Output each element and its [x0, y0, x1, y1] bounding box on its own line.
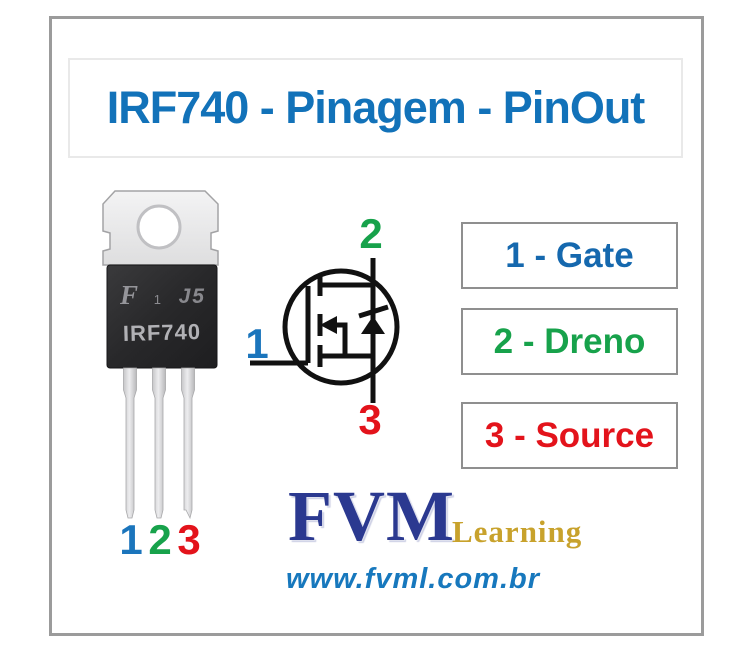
brand-logo: FVM: [288, 476, 455, 556]
brand-website: www.fvml.com.br: [286, 563, 541, 595]
pin-label-box-gate: 1 - Gate: [461, 222, 678, 289]
body-arrow-icon: [320, 316, 337, 334]
pin-label-source: 3 - Source: [484, 415, 655, 455]
pin-label-box-source: 3 - Source: [461, 402, 678, 469]
package-lot-code: J5: [178, 285, 206, 308]
leg-2: [152, 367, 166, 519]
package-marking: F 1 J5: [120, 282, 206, 312]
brand-tagline: Learning: [452, 514, 583, 549]
pin-label-dreno: 2 - Dreno: [493, 321, 646, 361]
package-part-number: IRF740: [122, 318, 202, 347]
fairchild-logo-icon: F: [120, 280, 139, 310]
leg-number-1: 1: [119, 516, 143, 563]
title-box: IRF740 - Pinagem - PinOut: [68, 58, 683, 158]
transistor-package-image: [102, 190, 219, 520]
leg-3: [181, 367, 195, 520]
leg-number-3: 3: [177, 516, 201, 563]
pin-label-box-dreno: 2 - Dreno: [461, 308, 678, 375]
schematic-pin-3-source: 3: [358, 396, 382, 443]
leg-1: [123, 367, 137, 519]
schematic-pin-2-drain: 2: [359, 210, 383, 257]
mosfet-symbol: [250, 258, 400, 403]
body-diode-icon: [361, 316, 385, 334]
pin-label-gate: 1 - Gate: [505, 235, 634, 275]
schematic-pin-1-gate: 1: [245, 320, 269, 367]
package-logo-sub: 1: [153, 292, 161, 307]
page-title: IRF740 - Pinagem - PinOut: [106, 82, 646, 133]
symbol-circle: [282, 268, 400, 386]
leg-number-2: 2: [148, 516, 172, 563]
mounting-hole: [136, 204, 182, 250]
